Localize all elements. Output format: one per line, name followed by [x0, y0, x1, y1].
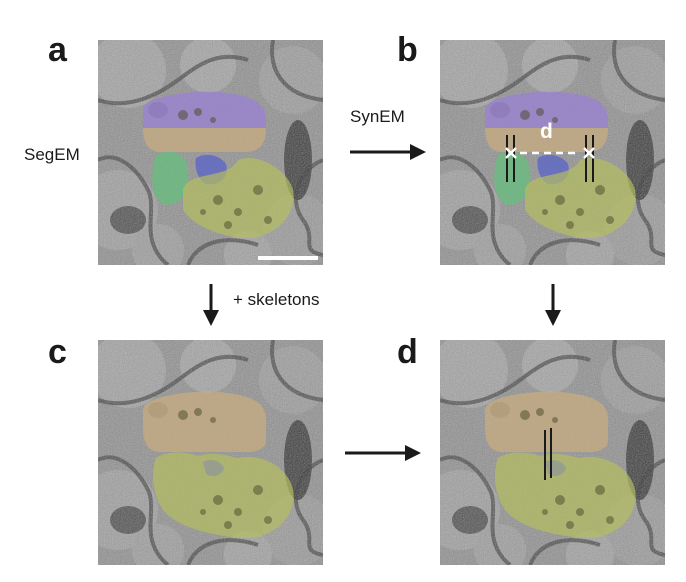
arrow-a-to-c [203, 284, 219, 326]
panel-label-a: a [48, 31, 67, 69]
em-panel-d [440, 340, 665, 565]
distance-label: d [540, 120, 553, 143]
synem-label: SynEM [350, 107, 405, 126]
em-panel-c [98, 340, 323, 565]
em-image-a [98, 40, 323, 265]
panel-label-c: c [48, 333, 67, 371]
em-panel-b: d [440, 40, 665, 265]
arrow-b-to-d [545, 284, 561, 326]
em-image-c [98, 340, 323, 565]
arrow-a-to-b [350, 144, 426, 160]
arrow-c-to-d [345, 445, 421, 461]
segem-label: SegEM [24, 145, 80, 164]
panel-label-d: d [397, 333, 418, 371]
panel-label-b: b [397, 31, 418, 69]
em-panel-a [98, 40, 323, 265]
scale-bar [258, 256, 318, 260]
skeletons-label: + skeletons [233, 290, 320, 309]
em-image-b [440, 40, 665, 265]
em-image-d [440, 340, 665, 565]
synapse-marker [544, 428, 552, 480]
